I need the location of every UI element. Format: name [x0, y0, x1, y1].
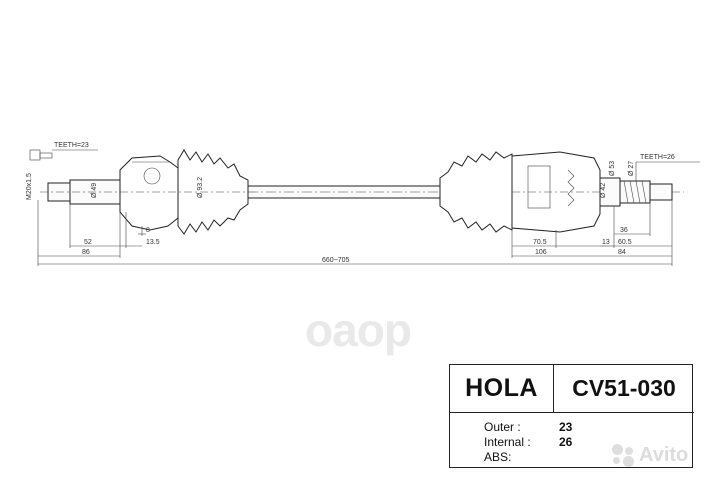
- boot-dia-label: Ø 93.2: [197, 177, 204, 198]
- brand-logo: HOLA: [465, 374, 538, 402]
- cv-axle-drawing: TEETH=23 TEETH=26 M20x1.5 Ø 49 Ø 93.2 Ø …: [26, 142, 700, 266]
- inner-boot: [439, 151, 513, 233]
- info-row-value: 23: [559, 420, 573, 434]
- info-row-abs: ABS:: [450, 450, 694, 467]
- dim-36: 36: [620, 227, 628, 234]
- outer-teeth-symbol: [39, 152, 53, 159]
- outer-joint-ball: [143, 167, 161, 185]
- dim-84: 84: [618, 249, 626, 256]
- dim-13: 13: [602, 239, 610, 246]
- info-row-label: Internal :: [484, 435, 531, 449]
- thread-label: M20x1.5: [26, 173, 33, 200]
- info-row-label: ABS:: [484, 450, 512, 464]
- outer-teeth-label: TEETH=23: [54, 142, 89, 149]
- watermark-logo: oaop: [283, 300, 433, 360]
- part-number: CV51-030: [554, 365, 694, 413]
- dim-52: 52: [84, 239, 92, 246]
- inner-spring: [567, 169, 575, 207]
- dim-total-length: 660~705: [322, 257, 350, 264]
- inner-stub-end: [649, 183, 673, 201]
- info-row-internal: Internal : 26: [450, 435, 694, 452]
- info-row-label: Outer :: [484, 420, 521, 434]
- brand-cell: HOLA: [450, 365, 554, 413]
- inner-dia-label: Ø 42: [600, 183, 607, 198]
- inner-tripod: [527, 165, 551, 209]
- avito-text: Avito: [639, 443, 689, 466]
- dim-106: 106: [535, 249, 547, 256]
- info-row-outer: Outer : 23: [450, 420, 694, 437]
- dim-8: 8: [146, 227, 150, 234]
- inner-joint-housing: [511, 151, 601, 233]
- outer-boot: [177, 149, 249, 235]
- extension-lines: [37, 200, 673, 266]
- outer-seal-dia-label: Ø 49: [91, 183, 98, 198]
- dim-86: 86: [82, 249, 90, 256]
- inner-teeth-label: TEETH=26: [640, 154, 675, 161]
- outer-joint-housing: [119, 155, 179, 231]
- avito-watermark: Avito: [610, 438, 714, 472]
- part-info-panel: HOLA CV51-030 Outer : 23 Internal : 26 A…: [449, 364, 694, 468]
- inner-spline-dia-label: Ø 27: [628, 161, 635, 176]
- dim-70-5: 70.5: [533, 239, 547, 246]
- info-row-value: 26: [559, 435, 573, 449]
- avito-dots-icon: [610, 442, 636, 468]
- inner-spline-teeth: [623, 180, 647, 204]
- outer-teeth-box: [29, 149, 41, 161]
- watermark-text: oaop: [305, 304, 412, 356]
- dim-13-5: 13.5: [146, 239, 160, 246]
- inner-seal-dia-label: Ø 53: [609, 161, 616, 176]
- dim-60-5: 60.5: [618, 239, 632, 246]
- dimension-lines: [38, 233, 672, 265]
